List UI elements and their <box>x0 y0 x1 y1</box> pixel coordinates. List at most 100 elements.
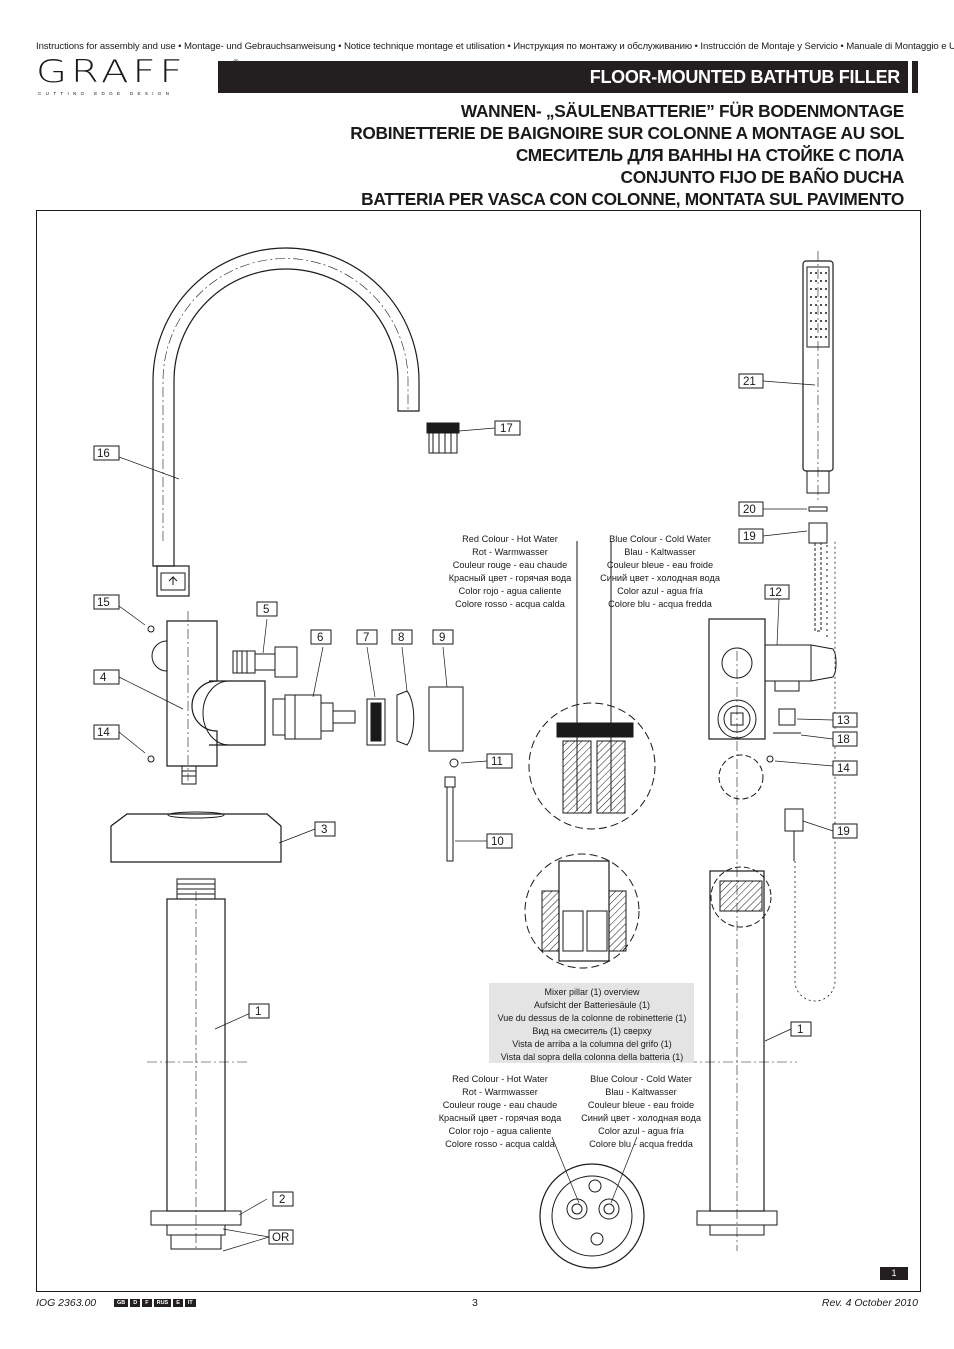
svg-text:12: 12 <box>769 587 782 599</box>
svg-text:Vista de arriba a la columna d: Vista de arriba a la columna del grifo (… <box>512 1039 671 1049</box>
handle <box>428 686 464 752</box>
doc-code: IOG 2363.00 <box>36 1297 97 1309</box>
figure-number-badge: 1 <box>880 1267 908 1280</box>
leader-lines <box>118 380 834 1252</box>
part-label-18: 18 <box>832 731 858 747</box>
part-labels: 16 17 15 5 6 7 8 9 4 14 11 3 10 1 2 OR 2… <box>93 373 858 1245</box>
shower-nozzles <box>810 272 827 338</box>
left-column <box>147 878 247 1251</box>
svg-text:Red Colour - Hot Water: Red Colour - Hot Water <box>452 1074 548 1084</box>
part-label-1-left: 1 <box>248 1003 270 1019</box>
title-bar: FLOOR-MOUNTED BATHTUB FILLER <box>218 61 908 93</box>
part-label-19-top: 19 <box>738 528 764 544</box>
svg-text:Colore rosso - acqua calda: Colore rosso - acqua calda <box>445 1139 556 1149</box>
revision: Rev. 4 October 2010 <box>821 1297 918 1309</box>
subtitle-es: CONJUNTO FIJO DE BAÑO DUCHA <box>620 167 905 187</box>
svg-text:Blau - Kaltwasser: Blau - Kaltwasser <box>605 1087 677 1097</box>
svg-text:15: 15 <box>97 597 110 609</box>
svg-text:4: 4 <box>100 672 107 684</box>
svg-text:8: 8 <box>398 632 404 644</box>
svg-text:Mixer pillar (1) overview: Mixer pillar (1) overview <box>544 987 640 997</box>
part-label-8: 8 <box>391 629 413 645</box>
subtitle-de: WANNEN- „SÄULENBATTERIE” FÜR BODENMONTAG… <box>460 101 904 121</box>
language-badges: GB D F RUS E IT <box>114 1299 196 1307</box>
part-label-21: 21 <box>738 373 764 389</box>
svg-text:Вид на смеситель (1) сверху: Вид на смеситель (1) сверху <box>532 1026 652 1036</box>
top-view-circle <box>539 1163 645 1269</box>
cold-top-3: Синий цвет - холодная вода <box>600 573 721 583</box>
hot-top-4: Color rojo - agua caliente <box>459 586 562 596</box>
section-detail-valves <box>528 541 656 830</box>
svg-text:14: 14 <box>97 727 110 739</box>
hot-top-0: Red Colour - Hot Water <box>462 534 558 544</box>
overview-box <box>489 983 694 1063</box>
hand-shower <box>784 251 836 1002</box>
section-detail-column <box>524 853 640 969</box>
lang-gb: GB <box>114 1299 129 1307</box>
lang-it: IT <box>184 1299 196 1307</box>
set-screw <box>449 758 459 768</box>
svg-text:1: 1 <box>797 1024 803 1036</box>
part-label-16: 16 <box>93 445 120 461</box>
svg-text:19: 19 <box>743 531 756 543</box>
brand-wordmark: GRAFF <box>36 54 187 90</box>
part-label-4: 4 <box>93 669 120 685</box>
title-bar-end <box>912 61 918 93</box>
svg-text:17: 17 <box>500 423 513 435</box>
right-column <box>687 618 837 1251</box>
svg-text:5: 5 <box>263 604 269 616</box>
svg-text:19: 19 <box>837 826 850 838</box>
cold-top-1: Blau - Kaltwasser <box>624 547 696 557</box>
cartridge <box>272 694 356 740</box>
svg-text:Color rojo - agua caliente: Color rojo - agua caliente <box>449 1126 552 1136</box>
legend-bottom: Red Colour - Hot Water Rot - Warmwasser … <box>439 1074 702 1149</box>
lang-e: E <box>173 1299 183 1307</box>
brand-tagline: CUTTING EDGE DESIGN <box>38 91 174 96</box>
svg-text:Blue Colour - Cold Water: Blue Colour - Cold Water <box>590 1074 692 1084</box>
hot-top-5: Colore rosso - acqua calda <box>455 599 566 609</box>
svg-text:Синий цвет - холодная вода: Синий цвет - холодная вода <box>581 1113 702 1123</box>
page-number: 3 <box>472 1297 478 1309</box>
lang-rus: RUS <box>153 1299 172 1307</box>
part-label-11: 11 <box>486 753 513 769</box>
nut <box>366 698 386 746</box>
svg-text:13: 13 <box>837 715 850 727</box>
cold-top-2: Couleur bleue - eau froide <box>607 560 713 570</box>
legend-top: Red Colour - Hot Water Rot - Warmwasser … <box>449 534 721 609</box>
svg-text:16: 16 <box>97 448 110 460</box>
subtitle-it: BATTERIA PER VASCA CON COLONNE, MONTATA … <box>361 189 904 209</box>
svg-text:Красный цвет - горячая вода: Красный цвет - горячая вода <box>439 1113 562 1123</box>
hot-top-2: Couleur rouge - eau chaude <box>453 560 567 570</box>
floor-escutcheon <box>110 813 282 863</box>
svg-text:Colore blu - acqua fredda: Colore blu - acqua fredda <box>589 1139 694 1149</box>
part-label-13: 13 <box>832 712 858 728</box>
svg-text:10: 10 <box>491 836 504 848</box>
legend-leaders <box>551 1136 638 1204</box>
part-label-2: 2 <box>272 1191 294 1207</box>
svg-text:11: 11 <box>491 756 503 768</box>
cold-top-4: Color azul - agua fría <box>617 586 704 596</box>
spout <box>152 247 420 597</box>
svg-text:6: 6 <box>317 632 323 644</box>
cold-top-5: Colore blu - acqua fredda <box>608 599 713 609</box>
subtitle-block: WANNEN- „SÄULENBATTERIE” FÜR BODENMONTAG… <box>350 100 904 210</box>
part-label-20: 20 <box>738 501 764 517</box>
part-label-14-right: 14 <box>832 760 858 776</box>
svg-text:Rot - Warmwasser: Rot - Warmwasser <box>462 1087 538 1097</box>
part-label-6: 6 <box>310 629 332 645</box>
svg-text:20: 20 <box>743 504 756 516</box>
cover-cap <box>396 690 415 746</box>
svg-text:21: 21 <box>743 376 756 388</box>
svg-text:7: 7 <box>363 632 369 644</box>
part-label-7: 7 <box>356 629 378 645</box>
svg-text:Vue du dessus de la colonne de: Vue du dessus de la colonne de robinette… <box>498 1013 687 1023</box>
cold-top-0: Blue Colour - Cold Water <box>609 534 711 544</box>
part-label-3: 3 <box>314 821 336 837</box>
svg-text:18: 18 <box>837 734 850 746</box>
part-label-or: OR <box>268 1229 294 1245</box>
part-label-5: 5 <box>256 601 278 617</box>
exploded-view-drawing: 16 17 15 5 6 7 8 9 4 14 11 3 10 1 2 OR 2… <box>93 247 858 1269</box>
svg-text:Couleur rouge - eau chaude: Couleur rouge - eau chaude <box>443 1100 557 1110</box>
instructions-line: Instructions for assembly and use • Mont… <box>36 41 954 52</box>
svg-text:Vista dal sopra della colonna: Vista dal sopra della colonna della batt… <box>501 1052 683 1062</box>
